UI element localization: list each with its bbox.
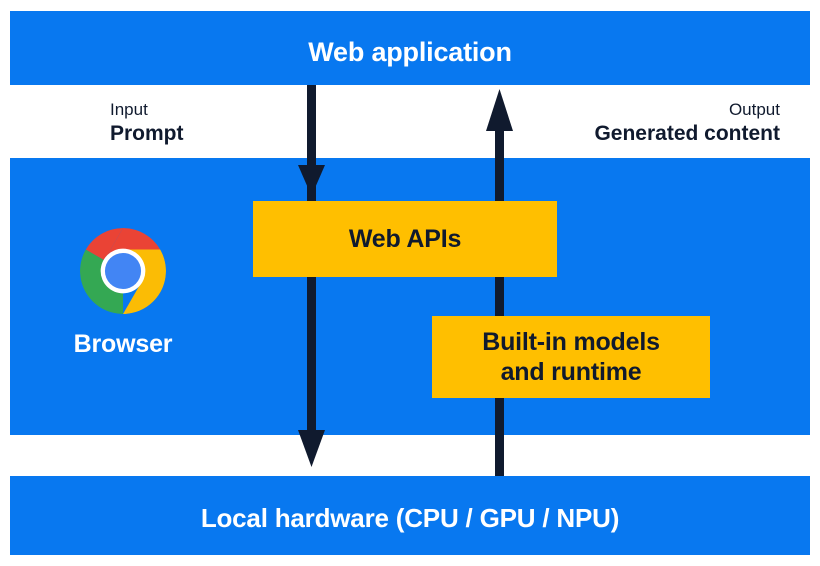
local-hardware-label: Local hardware (CPU / GPU / NPU) xyxy=(200,503,620,533)
input-kind-label: Input xyxy=(110,100,148,119)
local-hardware-band: Local hardware (CPU / GPU / NPU) xyxy=(10,476,810,555)
output-flow-label: Output Generated content xyxy=(594,100,780,147)
browser-caption-label: Browser xyxy=(73,330,173,358)
input-value-label: Prompt xyxy=(110,122,184,146)
web-application-band: Web application xyxy=(10,11,810,85)
web-application-label: Web application xyxy=(308,37,512,67)
web-apis-label: Web APIs xyxy=(348,224,462,253)
output-kind-label: Output xyxy=(728,100,780,119)
chrome-logo-icon xyxy=(80,228,166,314)
input-flow-label: Input Prompt xyxy=(110,100,184,147)
browser-block: Browser xyxy=(57,228,189,359)
output-value-label: Generated content xyxy=(594,122,780,146)
built-in-models-label: Built-in models and runtime xyxy=(482,327,660,387)
built-in-models-box[interactable]: Built-in models and runtime xyxy=(432,316,710,398)
web-apis-box[interactable]: Web APIs xyxy=(253,201,557,277)
